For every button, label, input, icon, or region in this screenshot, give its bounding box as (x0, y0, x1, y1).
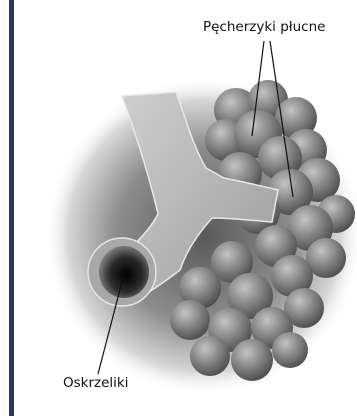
bronchioles-label: Oskrzeliki (63, 377, 129, 391)
alveoli-label: Pęcherzyki płucne (203, 21, 325, 35)
bronchiole-opening (88, 238, 156, 306)
